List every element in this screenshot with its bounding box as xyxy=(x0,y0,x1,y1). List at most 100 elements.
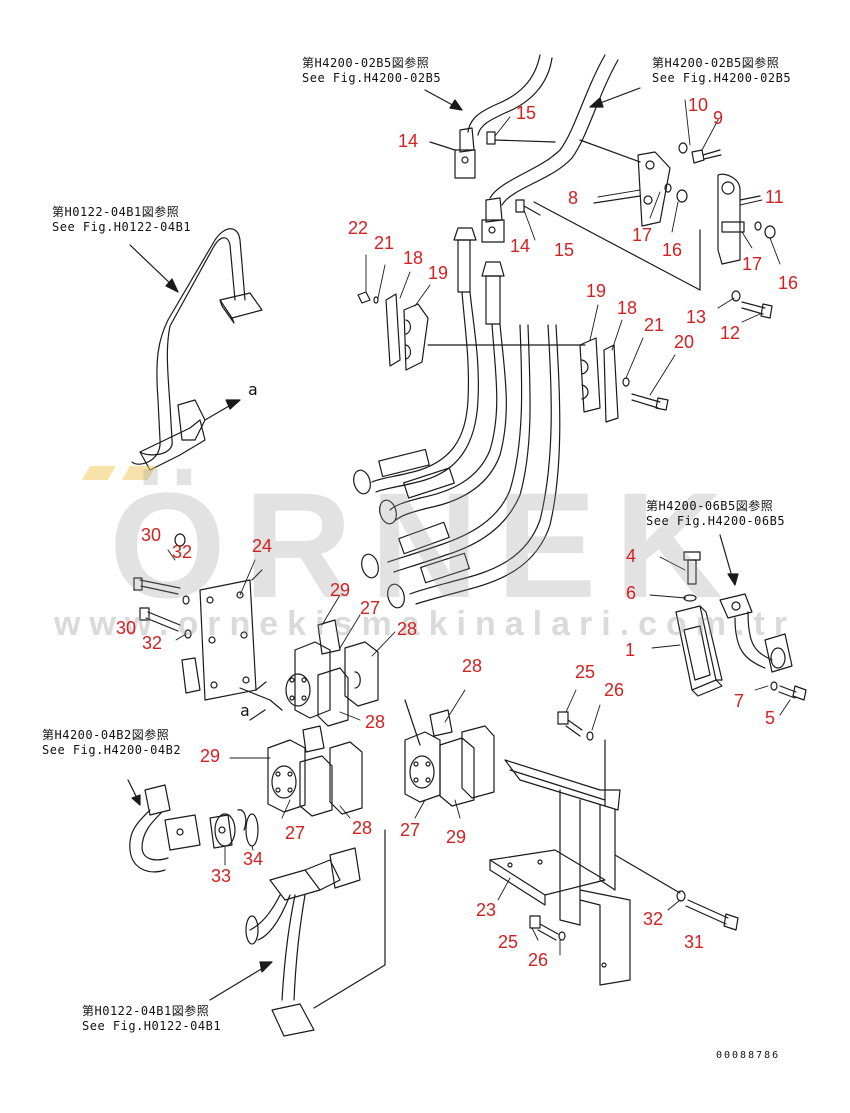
part-number-31: 31 xyxy=(684,932,705,952)
part-number-32-right: 32 xyxy=(643,909,664,929)
part-number-21-right: 21 xyxy=(644,315,665,335)
pipe-elbow-7 xyxy=(719,593,793,673)
reference-callout-h4200-02b5-left: 第H4200-02B5図参照 See Fig.H4200-02B5 xyxy=(302,56,442,85)
part-number-16-left: 16 xyxy=(662,240,683,260)
bolt-25-lower xyxy=(529,915,566,941)
part-number-28-upper: 28 xyxy=(397,619,418,639)
clamp-18-19-right xyxy=(579,337,669,423)
part-number-30-upper: 30 xyxy=(141,525,162,545)
support-frame-23 xyxy=(489,759,631,986)
part-number-14-upper: 14 xyxy=(398,131,419,151)
reference-callout-h0122-04b1-top: 第H0122-04B1図参照 See Fig.H0122-04B1 xyxy=(52,205,192,234)
bolt-12 xyxy=(533,201,773,319)
part-number-18-left: 18 xyxy=(403,248,424,268)
valve-block-lower-right xyxy=(404,699,495,807)
part-number-25-upper: 25 xyxy=(575,662,596,682)
bracket-11 xyxy=(717,173,776,265)
hose-assembly-third xyxy=(361,324,531,579)
upper-tube-right xyxy=(489,54,619,206)
part-number-15-lower: 15 xyxy=(554,240,575,260)
part-number-29-left: 29 xyxy=(200,746,221,766)
part-number-23: 23 xyxy=(476,900,497,920)
part-number-20: 20 xyxy=(674,332,695,352)
part-number-9: 9 xyxy=(713,108,724,128)
bolt-31 xyxy=(614,854,739,931)
part-number-15-upper: 15 xyxy=(516,103,537,123)
part-number-26-lower: 26 xyxy=(528,950,549,970)
part-number-27-right: 27 xyxy=(400,820,421,840)
part-number-21-left: 21 xyxy=(374,233,395,253)
bolt-30-upper xyxy=(133,533,190,605)
valve-block-upper xyxy=(239,619,379,727)
leader-lines xyxy=(167,99,791,956)
part-number-7: 7 xyxy=(734,691,745,711)
hose-fitting-14-right xyxy=(481,197,505,243)
part-number-19-right: 19 xyxy=(586,281,607,301)
part-number-14-lower: 14 xyxy=(510,236,531,256)
watermark-url: www.ornekismakinalari.com.tr xyxy=(53,605,797,643)
part-number-32-upper: 32 xyxy=(172,542,193,562)
hose-assembly-left xyxy=(353,227,479,495)
clip-15 xyxy=(486,131,556,216)
part-number-19-left: 19 xyxy=(428,263,449,283)
part-number-27-upper: 27 xyxy=(360,598,381,618)
part-number-33: 33 xyxy=(211,866,232,886)
pipe-assembly-bottom xyxy=(209,829,386,1037)
part-number-18-right: 18 xyxy=(617,298,638,318)
part-number-29-right: 29 xyxy=(446,827,467,847)
part-number-28-middle: 28 xyxy=(365,712,386,732)
part-number-10: 10 xyxy=(688,95,709,115)
connector-label-a-top: a xyxy=(248,380,259,399)
hose-assembly-second xyxy=(379,261,507,525)
valve-block-lower-left xyxy=(267,725,363,817)
mounting-bracket-1 xyxy=(675,605,723,697)
hose-assembly-fourth xyxy=(387,324,561,609)
clamp-18-19-left xyxy=(357,291,586,371)
part-number-29-upper: 29 xyxy=(330,580,351,600)
o-ring-34 xyxy=(245,813,259,847)
part-number-30-lower: 30 xyxy=(116,618,137,638)
document-number: 00088786 xyxy=(716,1050,781,1061)
reference-arrow-06b5 xyxy=(719,534,739,586)
connector-label-a-bottom: a xyxy=(240,701,251,720)
part-number-27-left: 27 xyxy=(285,823,306,843)
reference-callout-h4200-06b5: 第H4200-06B5図参照 See Fig.H4200-06B5 xyxy=(646,499,786,528)
hose-fitting-14-left xyxy=(429,127,476,179)
bolt-5 xyxy=(770,681,807,701)
part-number-11: 11 xyxy=(765,187,784,207)
part-number-22: 22 xyxy=(348,218,369,238)
handrail-top xyxy=(129,228,263,471)
part-number-32-lower: 32 xyxy=(142,633,163,653)
bolt-25-upper xyxy=(557,711,606,806)
part-number-16-right: 16 xyxy=(778,273,799,293)
nut-16 xyxy=(664,183,688,203)
part-number-28-right: 28 xyxy=(462,656,483,676)
part-number-6: 6 xyxy=(626,583,637,603)
part-number-28-lower: 28 xyxy=(352,818,373,838)
part-number-8: 8 xyxy=(568,188,579,208)
reference-callout-h4200-02b5-right: 第H4200-02B5図参照 See Fig.H4200-02B5 xyxy=(652,56,792,85)
reference-callout-h4200-04b2: 第H4200-04B2図参照 See Fig.H4200-04B2 xyxy=(42,728,182,757)
part-number-1: 1 xyxy=(625,640,636,660)
pipe-assembly-left-lower xyxy=(127,779,247,873)
part-number-12: 12 xyxy=(720,323,741,343)
mounting-plate-24 xyxy=(181,569,267,701)
part-number-17-left: 17 xyxy=(632,225,653,245)
upper-tube-left xyxy=(467,54,553,136)
part-number-13: 13 xyxy=(686,307,707,327)
part-number-34: 34 xyxy=(243,849,264,869)
part-number-26-upper: 26 xyxy=(604,680,625,700)
part-number-24: 24 xyxy=(252,536,273,556)
bracket-8 xyxy=(579,139,671,227)
part-number-25-lower: 25 xyxy=(498,932,519,952)
watermark-brand: ÖRNEK xyxy=(109,461,741,629)
bolt-30-lower xyxy=(139,607,192,639)
bolt-9 xyxy=(678,142,722,164)
reference-callout-h0122-04b1-bottom: 第H0122-04B1図参照 See Fig.H0122-04B1 xyxy=(82,1004,222,1033)
part-number-5: 5 xyxy=(765,708,776,728)
part-number-17-right: 17 xyxy=(742,254,763,274)
part-number-4: 4 xyxy=(626,546,637,566)
reference-arrows-top xyxy=(424,87,641,111)
